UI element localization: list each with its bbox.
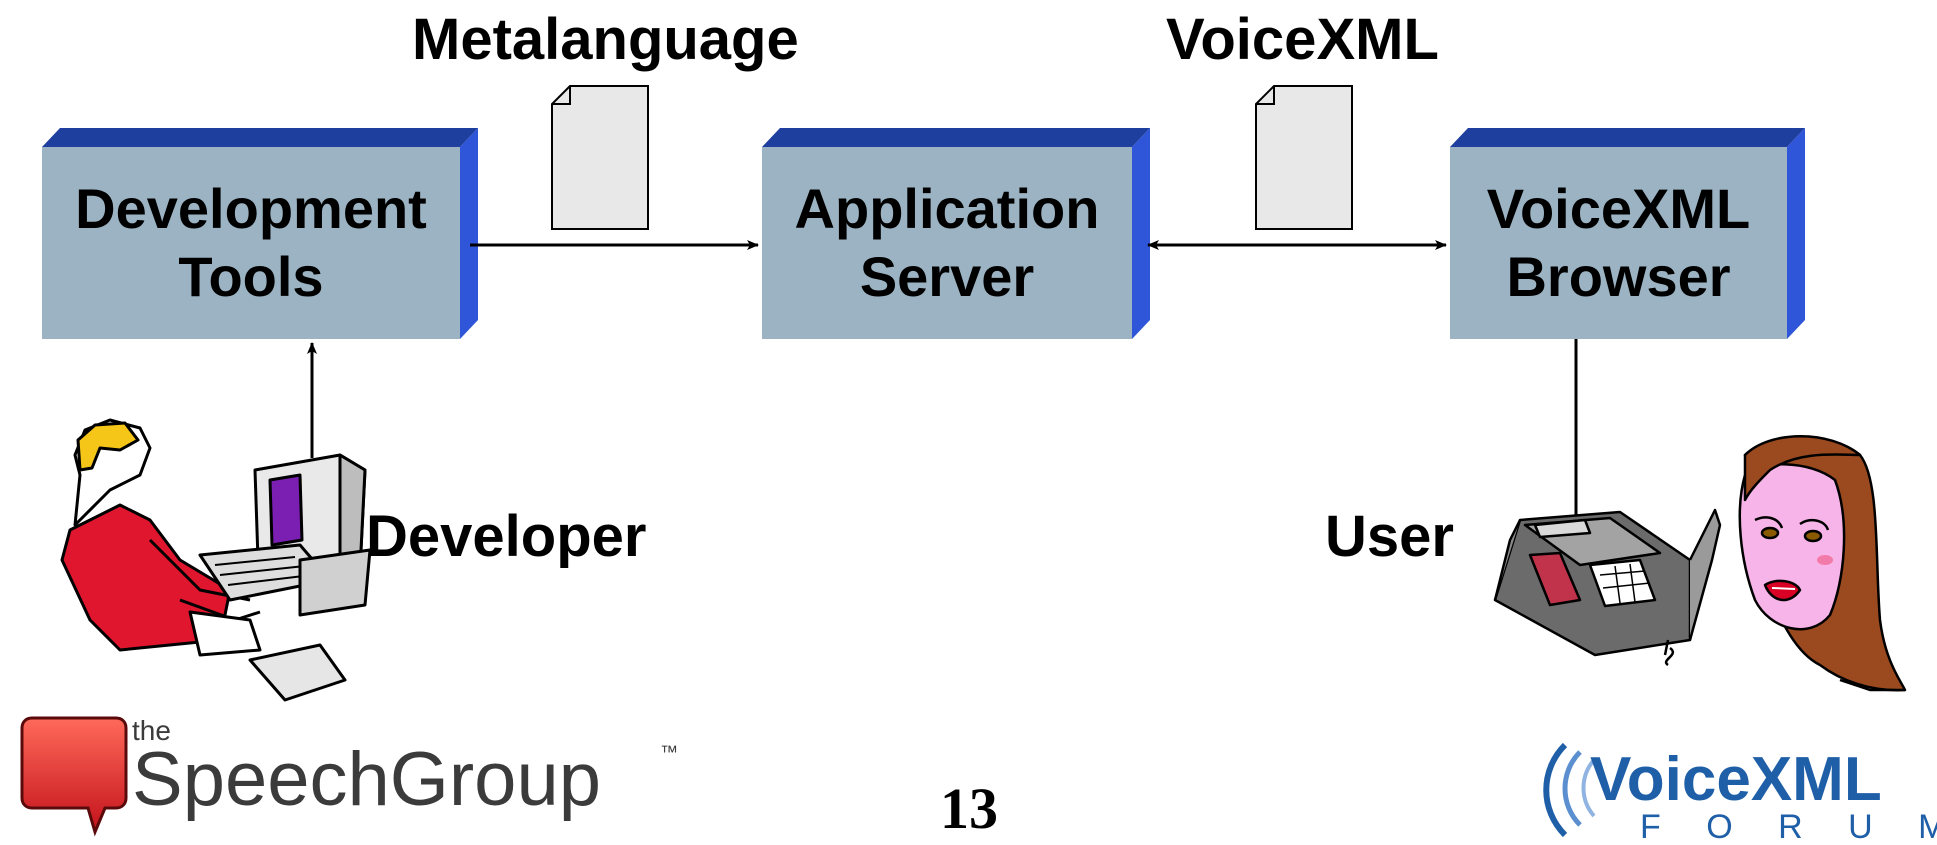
voicexml-browser-line2: Browser bbox=[1506, 245, 1731, 308]
voicexml-browser-line1: VoiceXML bbox=[1486, 177, 1751, 240]
voicexml-forum-sub-text: F O R U M bbox=[1640, 808, 1937, 845]
application-server-label: Application Server bbox=[762, 175, 1132, 311]
voicexml-document-icon bbox=[1255, 85, 1353, 230]
woman-illustration bbox=[1738, 435, 1907, 692]
speechgroup-tm-text: ™ bbox=[660, 742, 678, 762]
page-number: 13 bbox=[940, 776, 998, 841]
speechgroup-logo: the SpeechGroup ™ bbox=[20, 715, 678, 837]
development-tools-box bbox=[42, 128, 478, 339]
application-server-line1: Application bbox=[794, 177, 1100, 240]
development-tools-line1: Development bbox=[75, 177, 427, 240]
voicexml-browser-label: VoiceXML Browser bbox=[1450, 175, 1787, 311]
application-server-line2: Server bbox=[859, 245, 1035, 308]
development-tools-line2: Tools bbox=[178, 245, 324, 308]
developer-illustration bbox=[60, 418, 372, 702]
application-server-box bbox=[762, 128, 1150, 339]
voicexml-browser-box bbox=[1450, 128, 1805, 339]
voicexml-forum-name-text: VoiceXML bbox=[1590, 745, 1882, 814]
speechgroup-name-text: SpeechGroup bbox=[132, 737, 601, 822]
user-label: User bbox=[1325, 504, 1454, 569]
voicexml-forum-logo: VoiceXML F O R U M bbox=[1543, 742, 1937, 845]
voicexml-label: VoiceXML bbox=[1166, 7, 1439, 72]
development-tools-label: Development Tools bbox=[42, 175, 460, 311]
telephone-illustration bbox=[1493, 508, 1722, 667]
metalanguage-document-icon bbox=[551, 85, 649, 230]
metalanguage-label: Metalanguage bbox=[412, 7, 799, 72]
developer-label: Developer bbox=[366, 504, 647, 569]
speechgroup-the-text: the bbox=[132, 715, 171, 746]
